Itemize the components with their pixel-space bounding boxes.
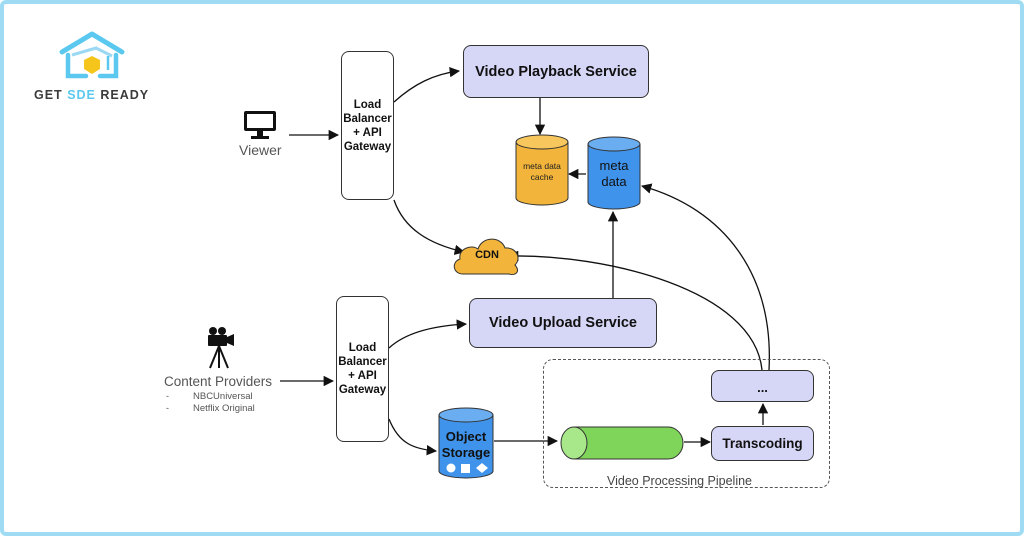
object-storage-label: Object Storage (441, 429, 491, 460)
graduation-cap-house-logo-icon (59, 31, 125, 79)
video-upload-service: Video Upload Service (469, 298, 657, 348)
cdn-cloud-icon (453, 238, 519, 275)
arrow-gateway-to-cdn (393, 199, 466, 255)
video-processing-pipeline-group (543, 359, 830, 488)
metadata-cache-cylinder-icon (515, 134, 569, 206)
metadata-database-icon (587, 136, 641, 210)
metadata-label: meta data (599, 158, 629, 189)
message-queue-cylinder-icon (560, 426, 684, 460)
viewer-label: Viewer (239, 142, 282, 158)
arrow-gateway-to-storage (388, 418, 438, 456)
brand-word-sde: SDE (67, 88, 96, 102)
monitor-icon (244, 111, 276, 139)
brand-word-get: GET (34, 88, 63, 102)
cdn-label: CDN (475, 249, 499, 261)
provider-bullet: - (166, 391, 169, 401)
transcoding-stage: Transcoding (711, 426, 814, 461)
brand-wordmark: GET SDE READY (34, 88, 149, 102)
brand-word-ready: READY (100, 88, 150, 102)
provider-item-netflix-original: Netflix Original (193, 403, 255, 414)
connector-layer (280, 66, 770, 456)
arrow-gateway-to-upload (388, 319, 468, 349)
arrow-gateway-to-playback (393, 66, 461, 103)
arrow-pipeline-to-metadata (640, 183, 770, 371)
load-balancer-gateway-playback: Load Balancer + API Gateway (341, 51, 394, 200)
arrow-pipeline-to-cdn (507, 250, 763, 371)
object-storage-bucket-icon (438, 407, 494, 479)
additional-processing-stage: ... (711, 370, 814, 402)
pipeline-label: Video Processing Pipeline (607, 474, 753, 488)
metadata-cache-label: meta data cache (523, 161, 561, 182)
video-camera-icon (208, 327, 234, 369)
content-providers-label: Content Providers (164, 374, 273, 389)
video-playback-service: Video Playback Service (463, 45, 649, 98)
provider-item-nbcuniversal: NBCUniversal (193, 391, 253, 402)
load-balancer-gateway-upload: Load Balancer + API Gateway (336, 296, 389, 442)
provider-bullet: - (166, 403, 169, 413)
